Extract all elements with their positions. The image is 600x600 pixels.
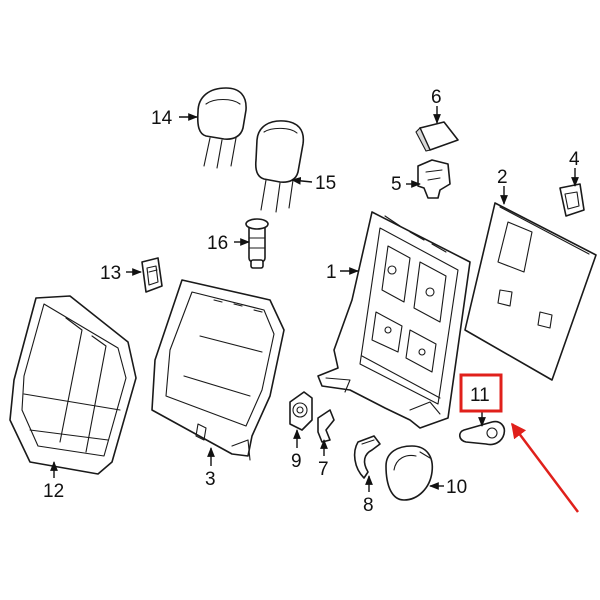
clip-part-7 [317,409,335,443]
callout-4: 4 [569,149,580,170]
callout-9: 9 [291,451,302,472]
callout-15: 15 [315,173,336,194]
callout-6: 6 [431,87,442,108]
cushion-cover-part-12 [9,295,137,475]
curved-bracket-part-8 [353,435,381,479]
back-cushion-part-3 [151,279,285,461]
round-cover-part-10 [385,445,434,501]
callout-12: 12 [43,481,64,502]
highlight-pointer-arrow [511,422,579,513]
bracket-part-13 [141,257,163,293]
callout-3: 3 [205,469,216,490]
highlight-box [459,373,503,413]
callout-13: 13 [100,263,121,284]
leader-15 [291,176,313,185]
clip-part-4 [559,183,585,217]
latch-part-5 [417,159,451,199]
callout-8: 8 [363,495,374,516]
callout-5: 5 [391,174,402,195]
handle-part-11 [458,420,506,446]
latch-cover-part-6 [415,121,459,152]
headrest-guide-part-16 [245,218,269,269]
headrest-part-14 [196,87,247,169]
seat-frame-part-1 [317,211,471,429]
callout-2: 2 [497,167,508,188]
back-panel-part-2 [464,202,597,381]
headrest-part-15 [254,120,305,213]
callout-7: 7 [318,459,329,480]
callout-11: 11 [470,385,490,406]
callout-10: 10 [446,477,467,498]
callout-14: 14 [151,108,173,129]
callout-16: 16 [207,233,228,254]
pivot-bracket-part-9 [289,391,313,431]
callout-1: 1 [326,262,337,283]
